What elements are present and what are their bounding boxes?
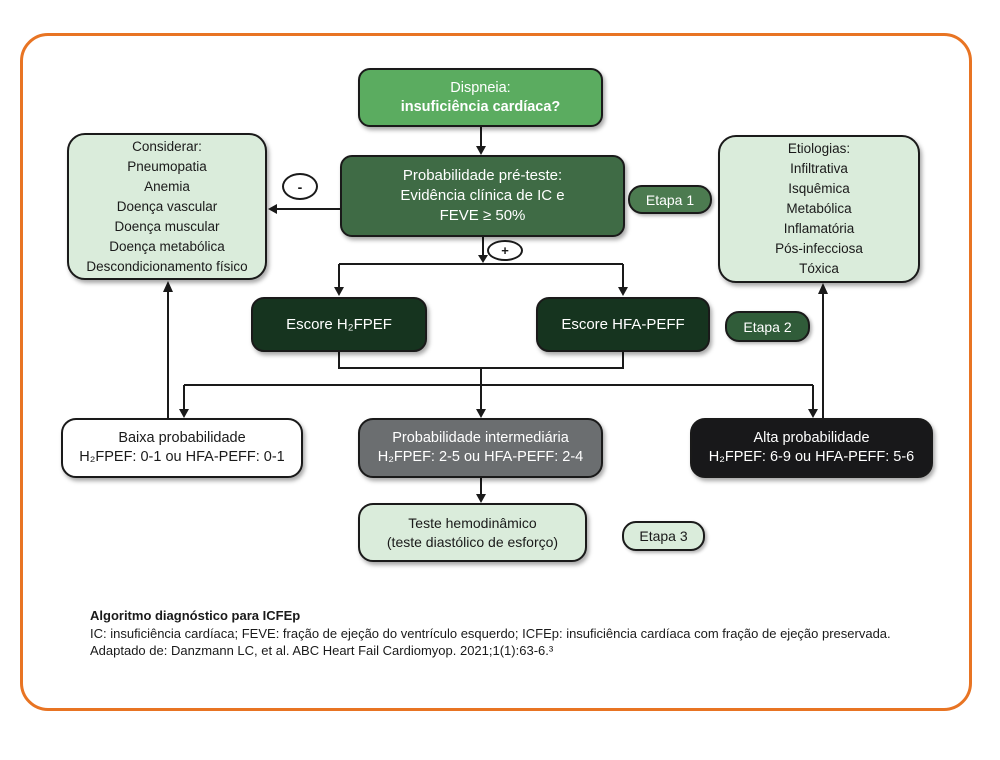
minus-icon: -: [282, 173, 318, 200]
probabilidade-intermediaria-box: Probabilidade intermediária H₂FPEF: 2-5 …: [358, 418, 603, 478]
footer-title: Algoritmo diagnóstico para ICFEp: [90, 608, 301, 623]
etiologias-title: Etiologias:: [787, 141, 851, 156]
escore-h2fpef-label: Escore H₂FPEF: [286, 316, 392, 333]
teste-hemodinamico-box: Teste hemodinâmico (teste diastólico de …: [358, 503, 587, 562]
etiologias-item: Isquêmica: [788, 181, 850, 196]
orange-border-frame: [20, 33, 972, 711]
escore-hfapeff-label: Escore HFA-PEFF: [561, 316, 685, 333]
considerar-item: Pneumopatia: [127, 158, 207, 174]
etiologias-item: Metabólica: [786, 201, 852, 216]
etiologias-item: Infiltrativa: [790, 161, 848, 176]
alta-probabilidade-box: Alta probabilidade H₂FPEF: 6-9 ou HFA-PE…: [690, 418, 933, 478]
pretest-line3: FEVE ≥ 50%: [439, 207, 526, 224]
footer-abbreviations: IC: insuficiência cardíaca; FEVE: fração…: [90, 625, 891, 641]
baixa-probabilidade-box: Baixa probabilidade H₂FPEF: 0-1 ou HFA-P…: [61, 418, 303, 478]
etapa-1-label: Etapa 1: [645, 191, 695, 208]
footer-reference: Adaptado de: Danzmann LC, et al. ABC Hea…: [90, 643, 554, 658]
etiologias-item: Inflamatória: [783, 221, 855, 236]
plus-icon: +: [487, 240, 523, 261]
escore-h2fpef-box: Escore H₂FPEF: [251, 297, 427, 352]
pretest-line1: Probabilidade pré-teste:: [402, 167, 563, 184]
etapa-2-label: Etapa 2: [743, 318, 792, 335]
baixa-line1: Baixa probabilidade: [118, 430, 246, 446]
alta-line1: Alta probabilidade: [753, 430, 870, 446]
etapa-1-badge: Etapa 1: [628, 185, 712, 214]
dispneia-box: Dispneia: insuficiência cardíaca?: [358, 68, 603, 127]
considerar-box: Considerar: Pneumopatia Anemia Doença va…: [67, 133, 267, 280]
escore-hfapeff-box: Escore HFA-PEFF: [536, 297, 710, 352]
etapa-3-badge: Etapa 3: [622, 521, 705, 551]
considerar-item: Descondicionamento físico: [86, 258, 248, 274]
intermediaria-line2: H₂FPEF: 2-5 ou HFA-PEFF: 2-4: [377, 449, 584, 465]
dispneia-line2: insuficiência cardíaca?: [400, 98, 561, 115]
pretest-box: Probabilidade pré-teste: Evidência clíni…: [340, 155, 625, 237]
baixa-line2: H₂FPEF: 0-1 ou HFA-PEFF: 0-1: [79, 449, 285, 465]
etiologias-box: Etiologias: Infiltrativa Isquêmica Metab…: [718, 135, 920, 283]
alta-line2: H₂FPEF: 6-9 ou HFA-PEFF: 5-6: [708, 449, 915, 465]
teste-line1: Teste hemodinâmico: [408, 514, 537, 531]
pretest-line2: Evidência clínica de IC e: [400, 187, 565, 204]
etapa-2-badge: Etapa 2: [725, 311, 810, 342]
considerar-item: Anemia: [144, 178, 190, 194]
footer-caption: Algoritmo diagnóstico para ICFEp IC: ins…: [90, 607, 960, 660]
considerar-title: Considerar:: [132, 138, 202, 154]
etiologias-item: Pós-infecciosa: [775, 241, 863, 256]
plus-symbol: +: [501, 243, 509, 258]
considerar-item: Doença metabólica: [109, 238, 225, 254]
dispneia-line1: Dispneia:: [450, 79, 511, 96]
considerar-item: Doença vascular: [116, 198, 218, 214]
minus-symbol: -: [297, 178, 303, 195]
etapa-3-label: Etapa 3: [639, 528, 688, 544]
considerar-item: Doença muscular: [114, 218, 220, 234]
intermediaria-line1: Probabilidade intermediária: [392, 430, 569, 446]
etiologias-item: Tóxica: [799, 261, 839, 276]
teste-line2: (teste diastólico de esforço): [386, 533, 559, 550]
